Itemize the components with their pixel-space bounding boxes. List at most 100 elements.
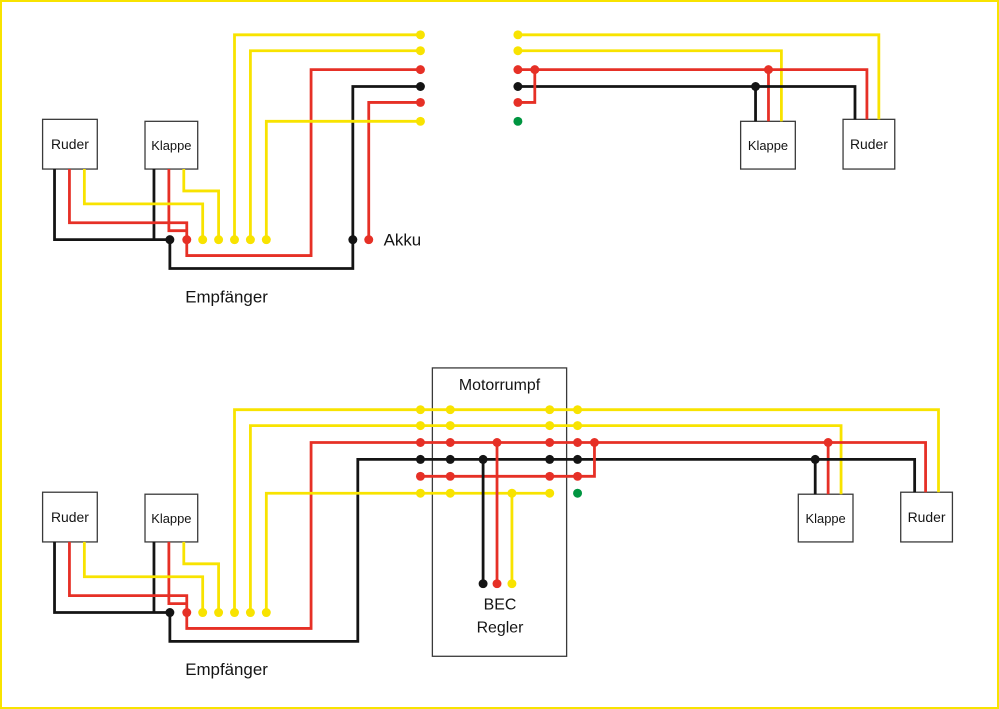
- connector-dot-yellow: [261, 235, 271, 245]
- connector-dot-yellow: [214, 608, 224, 618]
- klappe-label-bottom-right: Klappe: [806, 511, 846, 526]
- connector-dot-yellow: [573, 405, 583, 415]
- wire-yellow: [577, 424, 843, 495]
- connector-dot-black: [445, 454, 455, 464]
- connector-dot-green: [513, 116, 523, 126]
- ruder-box-bottom-left: [41, 491, 98, 543]
- wire-yellow: [82, 541, 205, 613]
- connector-dot-yellow: [245, 608, 255, 618]
- connector-dot-yellow: [415, 116, 425, 126]
- ruder-box-top-right: [842, 118, 896, 170]
- connector-dot-yellow: [513, 30, 523, 40]
- connector-dot-yellow: [573, 421, 583, 431]
- connector-dot-black: [545, 454, 555, 464]
- wire-red: [167, 541, 187, 605]
- connector-dot-red: [573, 438, 583, 447]
- connector-dot-yellow: [198, 608, 208, 618]
- motorrumpf-label: Motorrumpf: [459, 377, 541, 394]
- connector-dot-yellow: [230, 235, 239, 245]
- wire-red: [577, 441, 927, 493]
- connector-dot-yellow: [545, 405, 555, 415]
- bec-label-line2: Regler: [477, 619, 525, 636]
- klappe-box-bottom-left: [144, 493, 199, 543]
- connector-dot-red: [415, 438, 425, 447]
- connector-dot-red: [545, 471, 555, 481]
- wire-yellow: [249, 49, 421, 240]
- connector-dot-green: [573, 488, 583, 498]
- empfaenger-label-top: Empfänger: [185, 287, 268, 306]
- wire-red: [185, 68, 421, 257]
- wire-black: [53, 541, 170, 614]
- connector-dot-yellow: [261, 608, 271, 618]
- klappe-box-top-right: [739, 120, 796, 170]
- connector-dot-yellow: [415, 488, 425, 498]
- connector-dot-yellow: [415, 421, 425, 431]
- wire-yellow: [82, 169, 205, 240]
- boxes-layer: [41, 118, 954, 657]
- motorrumpf-box: [431, 367, 568, 657]
- connector-dot-yellow: [415, 30, 425, 40]
- wire-black: [517, 85, 857, 120]
- connector-dot-red: [415, 65, 425, 75]
- connector-dot-yellow: [445, 405, 455, 415]
- wire-red: [577, 442, 596, 478]
- dots-layer: [165, 30, 833, 618]
- connector-dot-red: [545, 438, 555, 447]
- connector-dot-red: [763, 65, 773, 75]
- connector-dot-red: [492, 579, 502, 589]
- connector-dot-black: [478, 579, 488, 589]
- connector-dot-black: [165, 235, 175, 245]
- connector-dot-yellow: [513, 46, 523, 56]
- connector-dot-yellow: [445, 488, 455, 498]
- klappe-box-top-left: [144, 120, 199, 170]
- wire-yellow: [182, 169, 220, 240]
- wire-red: [367, 101, 421, 240]
- connector-dot-black: [810, 454, 820, 464]
- connector-dot-yellow: [445, 421, 455, 431]
- klappe-label-bottom-left: Klappe: [151, 511, 191, 526]
- connector-dot-red: [492, 438, 502, 447]
- wire-red: [167, 169, 187, 233]
- connector-dot-yellow: [545, 488, 555, 498]
- wire-yellow: [233, 33, 421, 240]
- labels-layer: Ruder Klappe Klappe Ruder Akku Empfänger…: [51, 136, 946, 679]
- connector-dot-red: [445, 438, 455, 447]
- connector-dot-yellow: [545, 421, 555, 431]
- akku-label: Akku: [384, 231, 422, 250]
- connector-dot-red: [513, 65, 523, 75]
- connector-dot-red: [573, 471, 583, 481]
- connector-dot-black: [348, 235, 358, 245]
- wire-black: [53, 169, 170, 242]
- connector-dot-red: [182, 235, 192, 245]
- connector-dot-black: [165, 608, 175, 618]
- ruder-label-bottom-right: Ruder: [908, 509, 946, 525]
- wire-yellow: [517, 33, 881, 120]
- connector-dot-red: [415, 471, 425, 481]
- connector-dot-red: [823, 438, 833, 447]
- wire-black: [577, 458, 917, 493]
- connector-dot-yellow: [507, 579, 517, 589]
- connector-dot-yellow: [415, 46, 425, 56]
- wire-yellow: [249, 424, 421, 613]
- wire-red: [517, 69, 537, 104]
- connector-dot-black: [478, 454, 488, 464]
- connector-dot-yellow: [245, 235, 255, 245]
- connector-dot-red: [513, 97, 523, 107]
- wire-black: [168, 85, 421, 270]
- connector-dot-red: [530, 65, 540, 75]
- connector-dot-black: [415, 454, 425, 464]
- connector-dot-red: [182, 608, 192, 618]
- connector-dot-yellow: [415, 405, 425, 415]
- connector-dot-black: [751, 82, 761, 91]
- connector-dot-yellow: [507, 488, 517, 498]
- ruder-label-bottom-left: Ruder: [51, 509, 89, 525]
- wire-yellow: [182, 541, 220, 613]
- wire-black: [168, 458, 421, 643]
- connector-dot-red: [445, 471, 455, 481]
- wire-yellow: [517, 49, 783, 122]
- connector-dot-black: [513, 82, 523, 91]
- ruder-label-top-right: Ruder: [850, 136, 888, 152]
- connector-dot-red: [589, 438, 599, 447]
